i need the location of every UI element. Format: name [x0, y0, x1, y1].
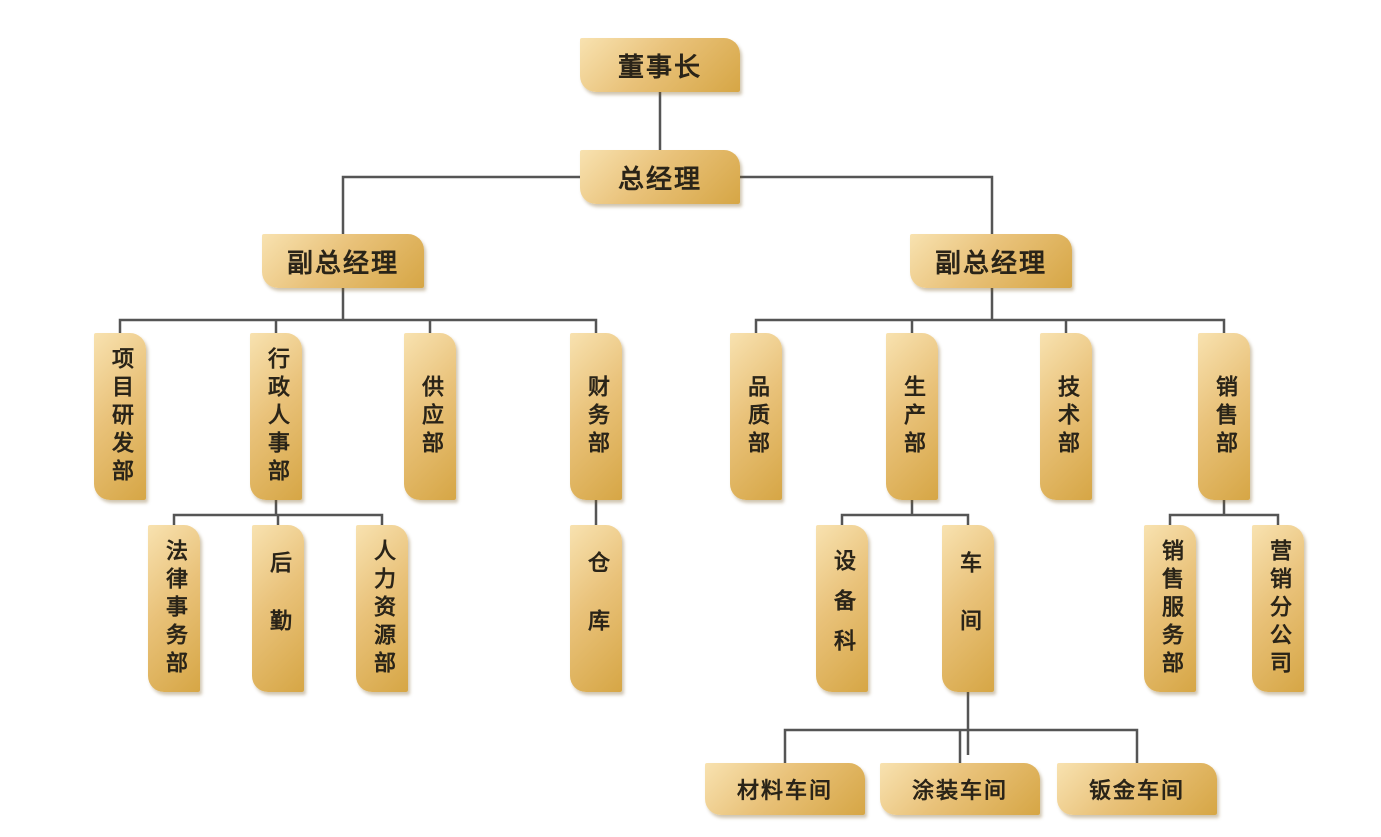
node-sheet-metal-workshop: 钣金车间	[1057, 763, 1217, 815]
node-vp-right: 副总经理	[910, 234, 1072, 288]
node-equipment: 设备科	[816, 525, 868, 692]
node-chairman: 董事长	[580, 38, 740, 92]
node-workshop: 车间	[942, 525, 994, 692]
node-production: 生产部	[886, 333, 938, 500]
node-human-resources: 人力资源部	[356, 525, 408, 692]
node-vp-left: 副总经理	[262, 234, 424, 288]
node-general-manager: 总经理	[580, 150, 740, 204]
node-material-workshop: 材料车间	[705, 763, 865, 815]
node-admin-hr: 行政人事部	[250, 333, 302, 500]
node-technology: 技术部	[1040, 333, 1092, 500]
node-legal: 法律事务部	[148, 525, 200, 692]
node-finance: 财务部	[570, 333, 622, 500]
node-painting-workshop: 涂装车间	[880, 763, 1040, 815]
node-rd: 项目研发部	[94, 333, 146, 500]
node-sales: 销售部	[1198, 333, 1250, 500]
node-warehouse: 仓库	[570, 525, 622, 692]
node-quality: 品质部	[730, 333, 782, 500]
node-sales-service: 销售服务部	[1144, 525, 1196, 692]
node-logistics: 后勤	[252, 525, 304, 692]
node-marketing-branch: 营销分公司	[1252, 525, 1304, 692]
node-supply: 供应部	[404, 333, 456, 500]
